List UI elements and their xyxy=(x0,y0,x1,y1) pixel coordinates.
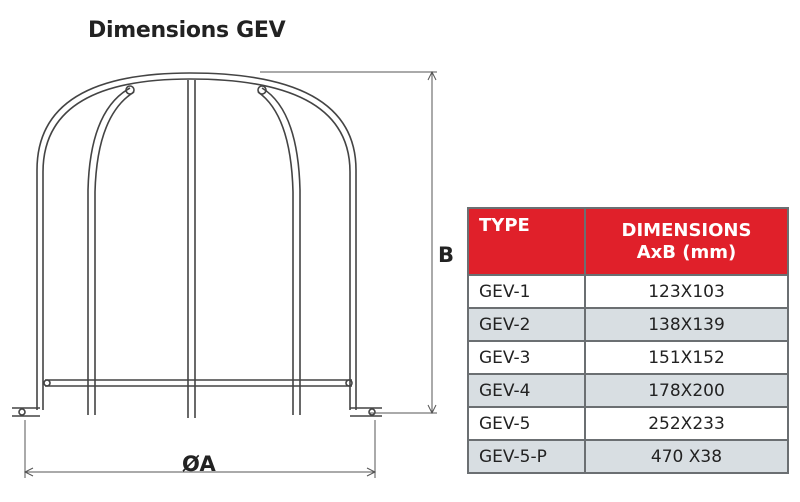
horizontal-ring xyxy=(45,379,352,387)
feet xyxy=(12,407,382,417)
cell-dim: 138X139 xyxy=(584,307,789,342)
cell-type: GEV-5 xyxy=(467,406,586,441)
header-dim-line1: DIMENSIONS xyxy=(621,219,752,241)
cell-dim: 252X233 xyxy=(584,406,789,441)
cell-dim: 178X200 xyxy=(584,373,789,408)
joint xyxy=(125,85,135,95)
diagram-title: Dimensions GEV xyxy=(88,18,286,43)
cell-type: GEV-1 xyxy=(467,274,586,309)
dimension-lines xyxy=(23,70,437,478)
cell-dim: 470 X38 xyxy=(584,439,789,474)
cell-type: GEV-4 xyxy=(467,373,586,408)
cell-type: GEV-5-P xyxy=(467,439,586,474)
cell-type: GEV-2 xyxy=(467,307,586,342)
center-bar xyxy=(187,80,196,418)
cell-dim: 123X103 xyxy=(584,274,789,309)
cell-type: GEV-3 xyxy=(467,340,586,375)
height-label: B xyxy=(438,243,455,267)
joint xyxy=(257,85,267,95)
header-type: TYPE xyxy=(467,207,586,276)
inner-arches xyxy=(87,87,301,415)
cell-dim: 151X152 xyxy=(584,340,789,375)
diameter-label: ØA xyxy=(182,452,216,476)
header-dim-line2: AxB (mm) xyxy=(636,241,737,263)
outer-arch xyxy=(36,72,357,410)
